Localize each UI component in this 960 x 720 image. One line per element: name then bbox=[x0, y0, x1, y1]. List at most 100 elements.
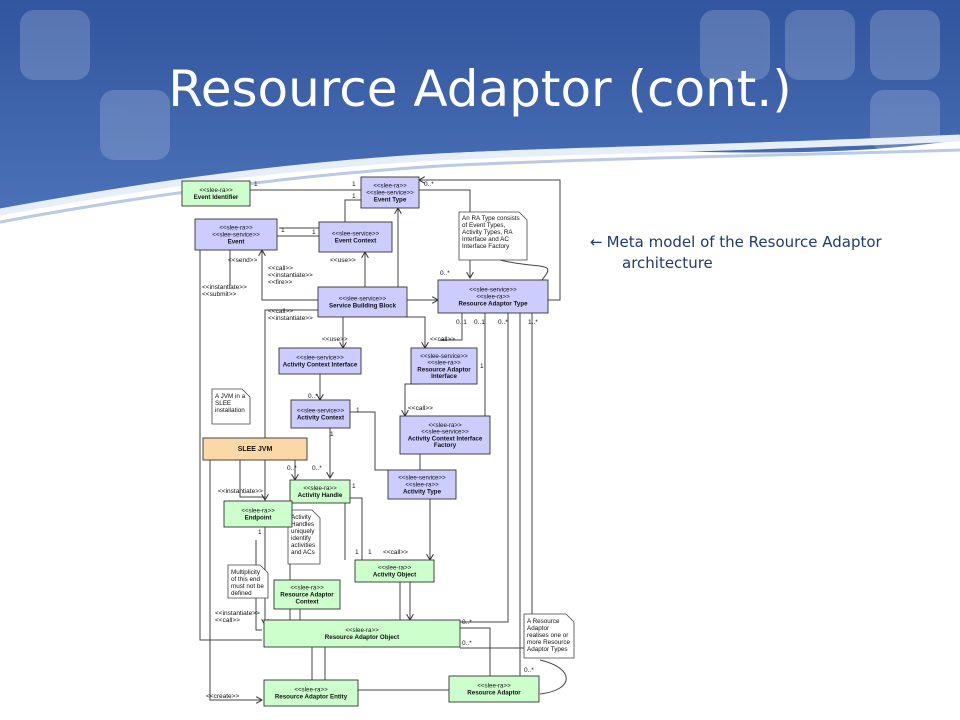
box-stereotype: <<slee-ra>> bbox=[477, 683, 511, 690]
box-endpoint: <<slee-ra>>Endpoint bbox=[223, 500, 293, 528]
note-line: of this end bbox=[231, 576, 261, 583]
box-name: Event Type bbox=[374, 196, 407, 203]
class-boxes: <<slee-ra>>Event Identifier<<slee-ra>><<… bbox=[181, 176, 549, 707]
mult-label: 1 bbox=[480, 363, 484, 370]
mult-label: 1 bbox=[368, 549, 372, 556]
stereo-label: <<instantiate>> bbox=[218, 488, 263, 495]
note-line: Adaptor Types bbox=[527, 646, 568, 653]
note-line: Activity Types, RA bbox=[462, 229, 513, 236]
caption-line-1: Meta model of the Resource Adaptor bbox=[606, 233, 882, 251]
note-line: A JVM in a bbox=[215, 393, 246, 400]
mult-label: 0..* bbox=[424, 181, 434, 188]
box-stereotype: <<slee-service>> bbox=[296, 355, 344, 362]
box-stereotype: <<slee-service>> bbox=[297, 408, 345, 415]
box-name: Activity Context Interface bbox=[408, 435, 483, 442]
mult-label: 1 bbox=[355, 549, 359, 556]
mult-label: 1 bbox=[330, 431, 334, 438]
note-line: uniquely bbox=[291, 528, 315, 535]
stereo-label: <<use>> bbox=[330, 257, 356, 264]
stereo-label: <<instantiate>> bbox=[202, 284, 247, 291]
box-name: Resource Adaptor bbox=[280, 592, 334, 599]
box-stereotype: <<slee-service>> bbox=[339, 296, 387, 303]
page-title: Resource Adaptor (cont.) bbox=[168, 60, 792, 118]
note-line: defined bbox=[231, 590, 252, 597]
box-stereotype: <<slee-ra>> bbox=[378, 565, 412, 572]
note-line: Adaptor bbox=[527, 625, 549, 632]
box-ah: <<slee-ra>>Activity Handle bbox=[289, 479, 351, 504]
box-ra: <<slee-ra>>Resource Adaptor bbox=[448, 675, 540, 703]
box-rae: <<slee-ra>>Resource Adaptor Entity bbox=[263, 679, 359, 707]
box-event-type: <<slee-ra>><<slee-service>>Event Type bbox=[360, 176, 420, 209]
box-stereotype: <<slee-ra>> bbox=[199, 187, 233, 194]
stereo-label: <<call>> bbox=[268, 265, 293, 272]
stereo-label: <<use>> bbox=[322, 336, 348, 343]
mult-label: 0..* bbox=[524, 667, 534, 674]
box-ac: <<slee-service>>Activity Context bbox=[290, 399, 351, 429]
box-stereotype: <<slee-service>> bbox=[212, 232, 260, 239]
box-name: Resource Adaptor Type bbox=[458, 300, 528, 307]
stereo-label: <<instantiate>> bbox=[268, 272, 313, 279]
stereo-label: <<instantiate>> bbox=[268, 315, 313, 322]
box-stereotype: <<slee-ra>> bbox=[219, 225, 253, 232]
box-stereotype: <<slee-ra>> bbox=[476, 294, 510, 301]
box-event: <<slee-ra>><<slee-service>>Event bbox=[194, 218, 278, 251]
box-name: Activity Type bbox=[403, 488, 442, 495]
stereo-label: <<call>> bbox=[215, 617, 240, 624]
note-activity-handle: ActivityHandlesuniquelyidentifyactivitie… bbox=[287, 509, 321, 565]
mult-label: 0..* bbox=[287, 465, 297, 472]
box-aci: <<slee-service>>Activity Context Interfa… bbox=[278, 347, 362, 375]
mult-label: 1 bbox=[312, 229, 316, 236]
note-line: Interface and AC bbox=[462, 236, 509, 243]
mult-label: 1 bbox=[352, 483, 356, 490]
box-name: Activity Context bbox=[297, 414, 344, 421]
box-stereotype: <<slee-service>> bbox=[421, 429, 469, 436]
note-line: Interface Factory bbox=[462, 243, 510, 250]
box-name: Event Identifier bbox=[194, 194, 239, 201]
mult-label: 0..1 bbox=[474, 319, 485, 326]
mult-label: 1 bbox=[258, 529, 262, 536]
box-event-identifier: <<slee-ra>>Event Identifier bbox=[181, 180, 251, 207]
box-stereotype: <<slee-service>> bbox=[398, 475, 446, 482]
box-name: Activity Object bbox=[373, 571, 416, 578]
box-ao: <<slee-ra>>Activity Object bbox=[354, 559, 435, 583]
stereo-label: <<fire>> bbox=[268, 279, 292, 286]
stereo-label: <<submit>> bbox=[202, 291, 237, 298]
mult-label: 0..* bbox=[462, 640, 472, 647]
mult-label: 1 bbox=[356, 407, 360, 414]
note-line: more Resource bbox=[527, 639, 571, 646]
note-line: activities bbox=[291, 542, 315, 549]
mult-label: 0..* bbox=[312, 465, 322, 472]
stereo-label: <<create>> bbox=[206, 693, 239, 700]
box-rao: <<slee-ra>>Resource Adaptor Object bbox=[263, 619, 461, 648]
stereo-label: <<call>> bbox=[268, 308, 293, 315]
mult-label: 0..1 bbox=[456, 319, 467, 326]
note-line: An RA Type consists bbox=[462, 215, 520, 222]
box-stereotype: <<slee-ra>> bbox=[241, 508, 275, 515]
stereo-label: <<send>> bbox=[228, 257, 257, 264]
note-line: Handles bbox=[291, 521, 314, 528]
box-sbb: <<slee-service>>Service Building Block bbox=[317, 286, 408, 318]
box-name: Activity Context Interface bbox=[283, 361, 358, 368]
mult-label: 1 bbox=[281, 227, 285, 234]
box-name: Service Building Block bbox=[329, 302, 397, 309]
box-jvm: SLEE JVM bbox=[202, 437, 308, 461]
stereo-label: <<instantiate>> bbox=[215, 610, 260, 617]
note-line: identify bbox=[291, 535, 312, 542]
edge-labels: 1 1 1 0..* 1 1 0..* <<send>> <<use>> <<c… bbox=[202, 181, 538, 700]
box-stereotype: <<slee-ra>> bbox=[405, 482, 439, 489]
box-acif: <<slee-ra>><<slee-service>>Activity Cont… bbox=[399, 415, 491, 455]
box-rai: <<slee-service>><<slee-ra>>Resource Adap… bbox=[410, 347, 478, 385]
note-line: must not be bbox=[231, 583, 264, 590]
note-line: and ACs bbox=[291, 549, 315, 556]
box-stereotype: <<slee-service>> bbox=[420, 353, 468, 360]
note-line: Activity bbox=[291, 514, 312, 521]
stereo-label: <<call>> bbox=[383, 549, 408, 556]
mult-label: 1..* bbox=[528, 319, 538, 326]
box-name: Resource Adaptor Entity bbox=[275, 693, 348, 700]
